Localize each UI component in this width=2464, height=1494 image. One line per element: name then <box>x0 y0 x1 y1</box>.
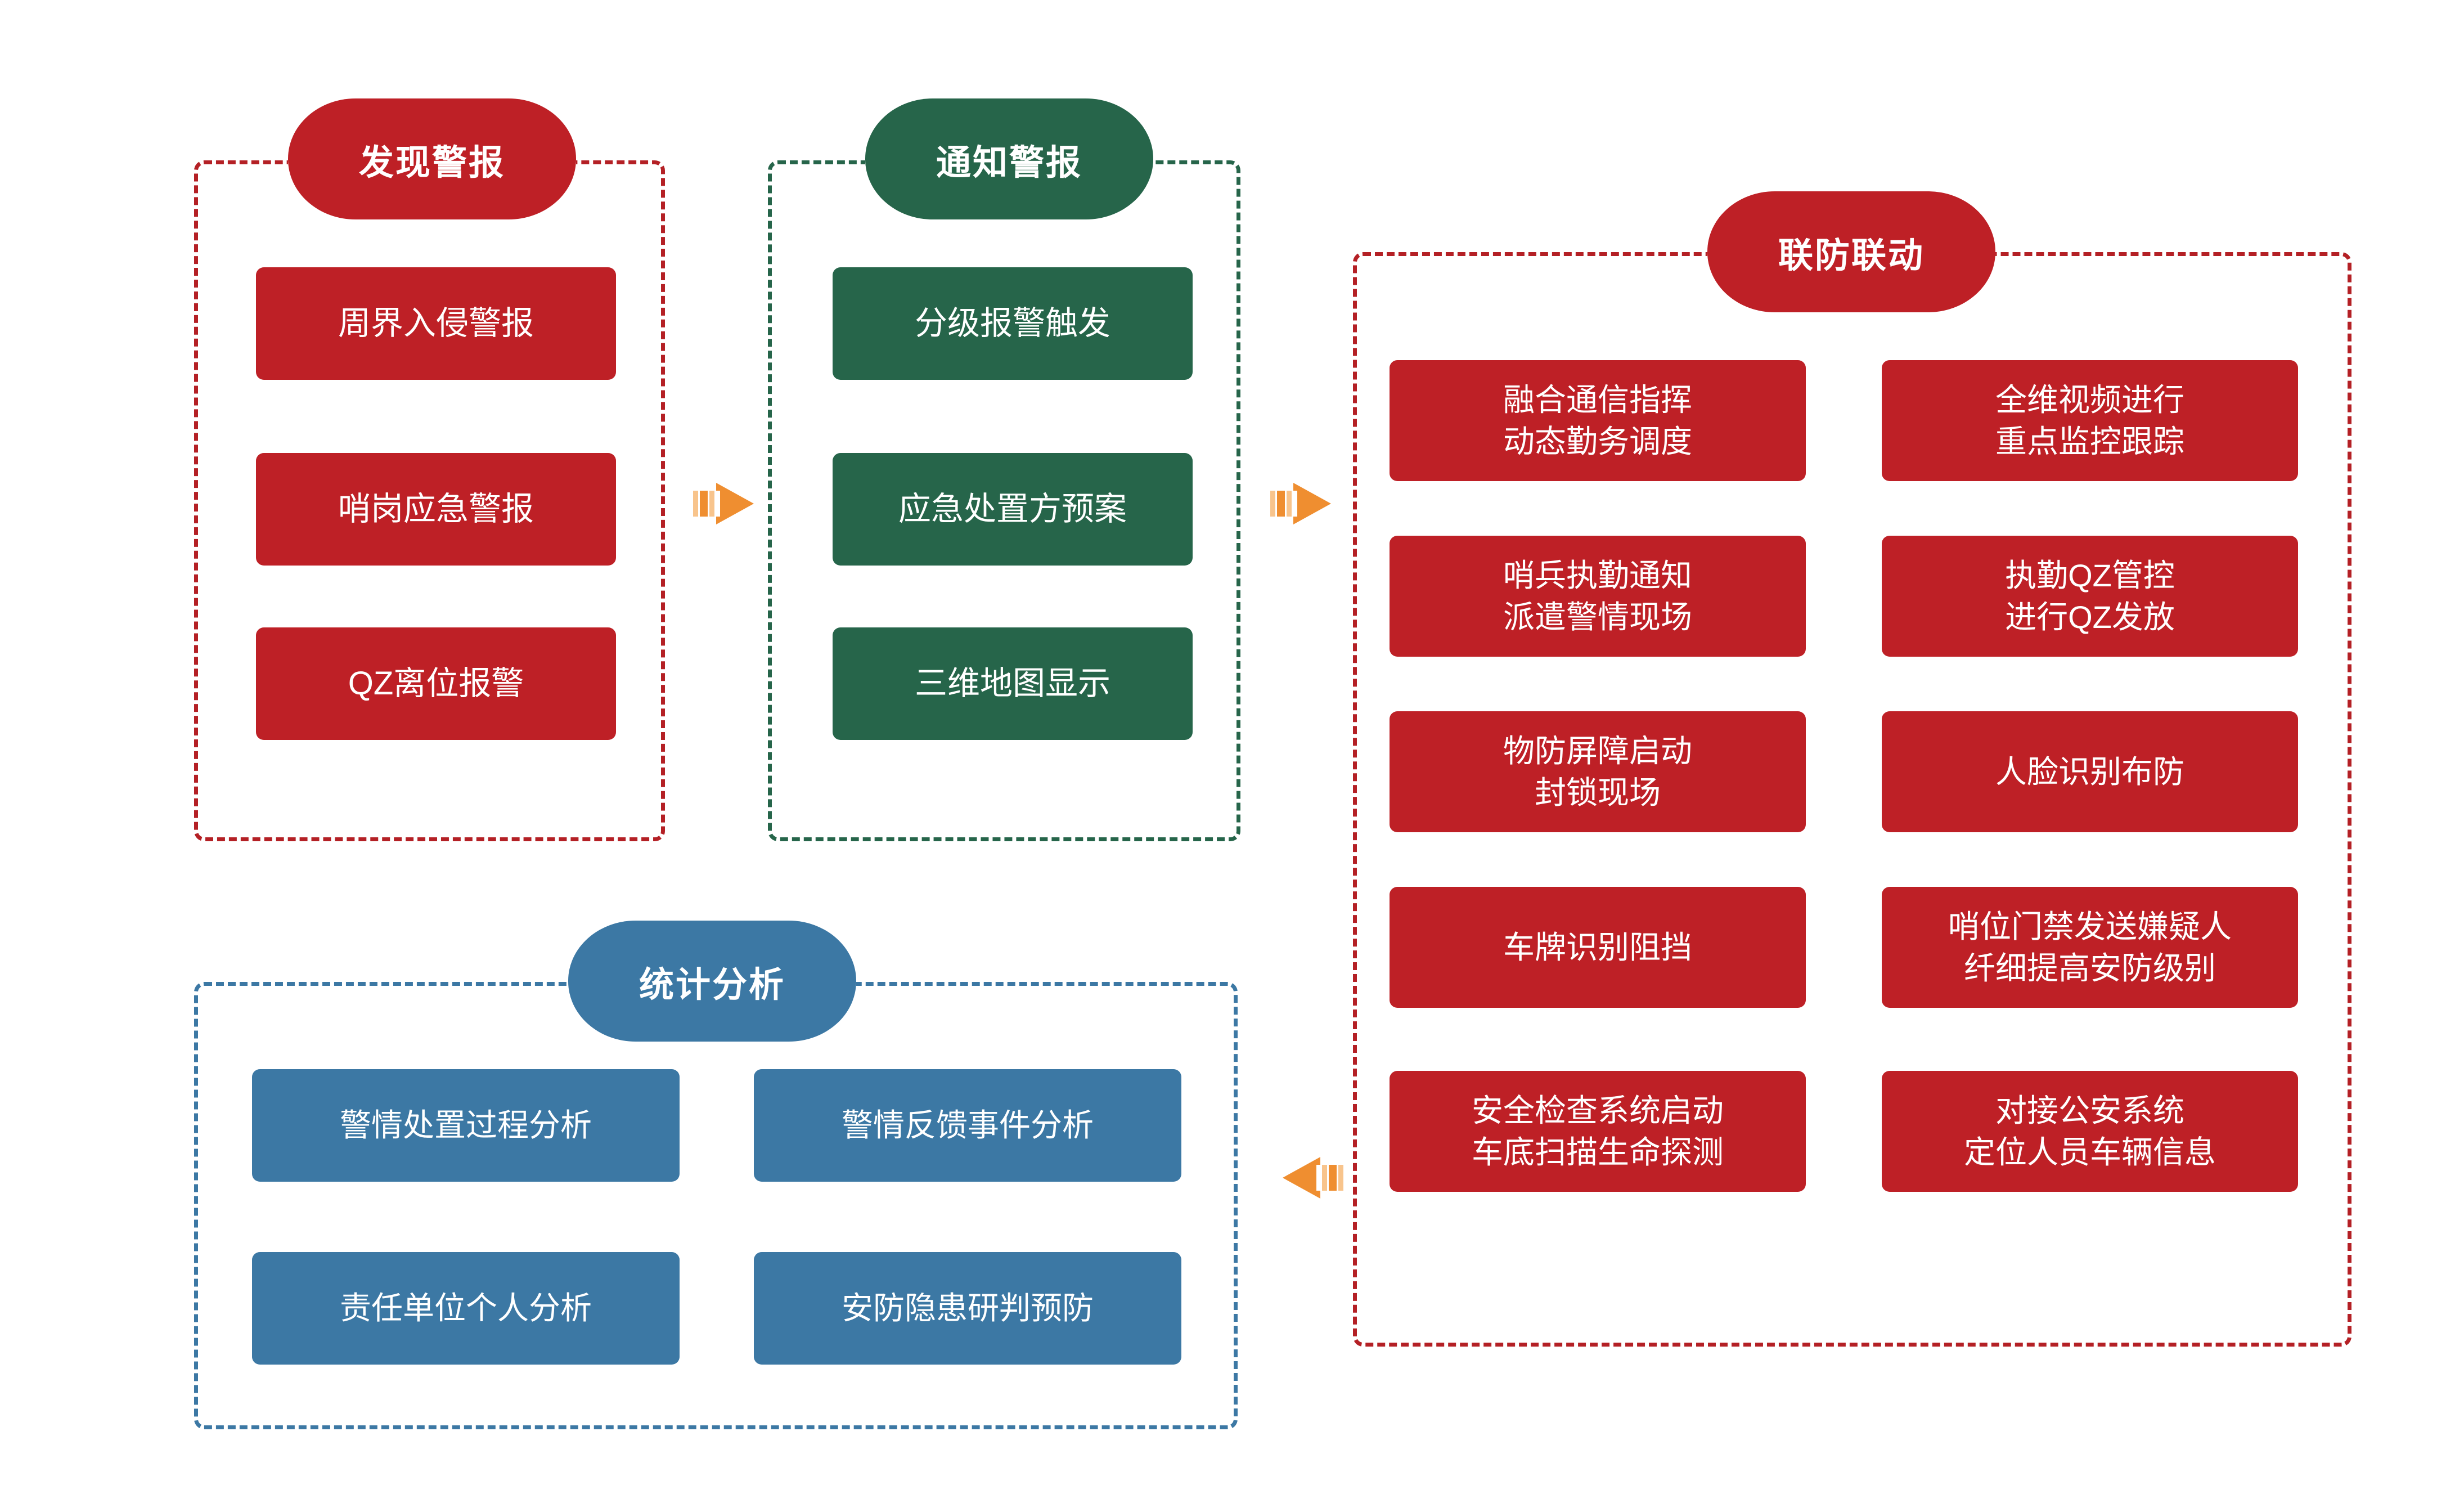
item-box-notify-0[interactable]: 分级报警触发 <box>833 267 1193 380</box>
item-box-joint-right-4[interactable]: 对接公安系统 定位人员车辆信息 <box>1882 1071 2298 1192</box>
item-line: 纤细提高安防级别 <box>1964 950 2216 986</box>
item-box-statistics-2[interactable]: 责任单位个人分析 <box>252 1252 680 1365</box>
item-line: QZ离位报警 <box>348 665 524 702</box>
item-line: 警情反馈事件分析 <box>842 1107 1094 1143</box>
item-box-statistics-1[interactable]: 警情反馈事件分析 <box>754 1069 1181 1182</box>
item-line: 周界入侵警报 <box>338 304 534 342</box>
item-line: 重点监控跟踪 <box>1995 423 2184 459</box>
item-line: 哨兵执勤通知 <box>1503 557 1692 593</box>
item-line: 派遣警情现场 <box>1503 599 1692 635</box>
item-box-joint-left-4[interactable]: 安全检查系统启动 车底扫描生命探测 <box>1390 1071 1806 1192</box>
item-line: 融合通信指挥 <box>1503 382 1692 418</box>
item-box-joint-left-2[interactable]: 物防屏障启动 封锁现场 <box>1390 711 1806 832</box>
item-line: 安全检查系统启动 <box>1472 1092 1724 1128</box>
item-line: 人脸识别布防 <box>1995 753 2184 789</box>
item-line: 哨位门禁发送嫌疑人 <box>1948 908 2232 944</box>
arrow-discover-to-notify-icon <box>693 478 755 529</box>
group-title-discover-alarm: 发现警报 <box>288 98 576 219</box>
item-box-joint-right-0[interactable]: 全维视频进行 重点监控跟踪 <box>1882 360 2298 481</box>
item-line: 安防隐患研判预防 <box>842 1290 1094 1326</box>
item-line: 动态勤务调度 <box>1503 423 1692 459</box>
item-line: 物防屏障启动 <box>1503 733 1692 769</box>
item-box-joint-right-3[interactable]: 哨位门禁发送嫌疑人 纤细提高安防级别 <box>1882 887 2298 1008</box>
item-box-discover-2[interactable]: QZ离位报警 <box>256 627 616 740</box>
item-box-joint-left-0[interactable]: 融合通信指挥 动态勤务调度 <box>1390 360 1806 481</box>
arrow-notify-to-joint-icon <box>1270 478 1332 529</box>
item-line: 全维视频进行 <box>1995 382 2184 418</box>
item-line: 进行QZ发放 <box>2005 599 2175 635</box>
item-line: 哨岗应急警报 <box>338 490 534 527</box>
item-box-discover-0[interactable]: 周界入侵警报 <box>256 267 616 380</box>
item-box-notify-1[interactable]: 应急处置方预案 <box>833 453 1193 566</box>
item-line: 责任单位个人分析 <box>340 1290 592 1326</box>
item-line: 警情处置过程分析 <box>340 1107 592 1143</box>
item-line: 定位人员车辆信息 <box>1964 1134 2216 1170</box>
item-box-joint-left-3[interactable]: 车牌识别阻挡 <box>1390 887 1806 1008</box>
item-box-statistics-3[interactable]: 安防隐患研判预防 <box>754 1252 1181 1365</box>
item-box-statistics-0[interactable]: 警情处置过程分析 <box>252 1069 680 1182</box>
item-line: 分级报警触发 <box>914 304 1110 342</box>
item-box-joint-right-2[interactable]: 人脸识别布防 <box>1882 711 2298 832</box>
item-box-joint-left-1[interactable]: 哨兵执勤通知 派遣警情现场 <box>1390 536 1806 657</box>
group-title-statistics-analysis: 统计分析 <box>568 921 856 1042</box>
item-line: 三维地图显示 <box>914 665 1110 702</box>
item-box-notify-2[interactable]: 三维地图显示 <box>833 627 1193 740</box>
item-box-joint-right-1[interactable]: 执勤QZ管控 进行QZ发放 <box>1882 536 2298 657</box>
item-line: 应急处置方预案 <box>898 490 1127 527</box>
group-title-notify-alarm: 通知警报 <box>865 98 1153 219</box>
item-line: 车底扫描生命探测 <box>1472 1134 1724 1170</box>
item-line: 对接公安系统 <box>1995 1092 2184 1128</box>
group-title-joint-defense: 联防联动 <box>1707 191 1995 312</box>
arrow-joint-to-statistics-icon <box>1282 1152 1343 1203</box>
item-line: 执勤QZ管控 <box>2005 557 2175 593</box>
item-line: 车牌识别阻挡 <box>1503 929 1692 965</box>
item-box-discover-1[interactable]: 哨岗应急警报 <box>256 453 616 566</box>
item-line: 封锁现场 <box>1535 774 1661 810</box>
